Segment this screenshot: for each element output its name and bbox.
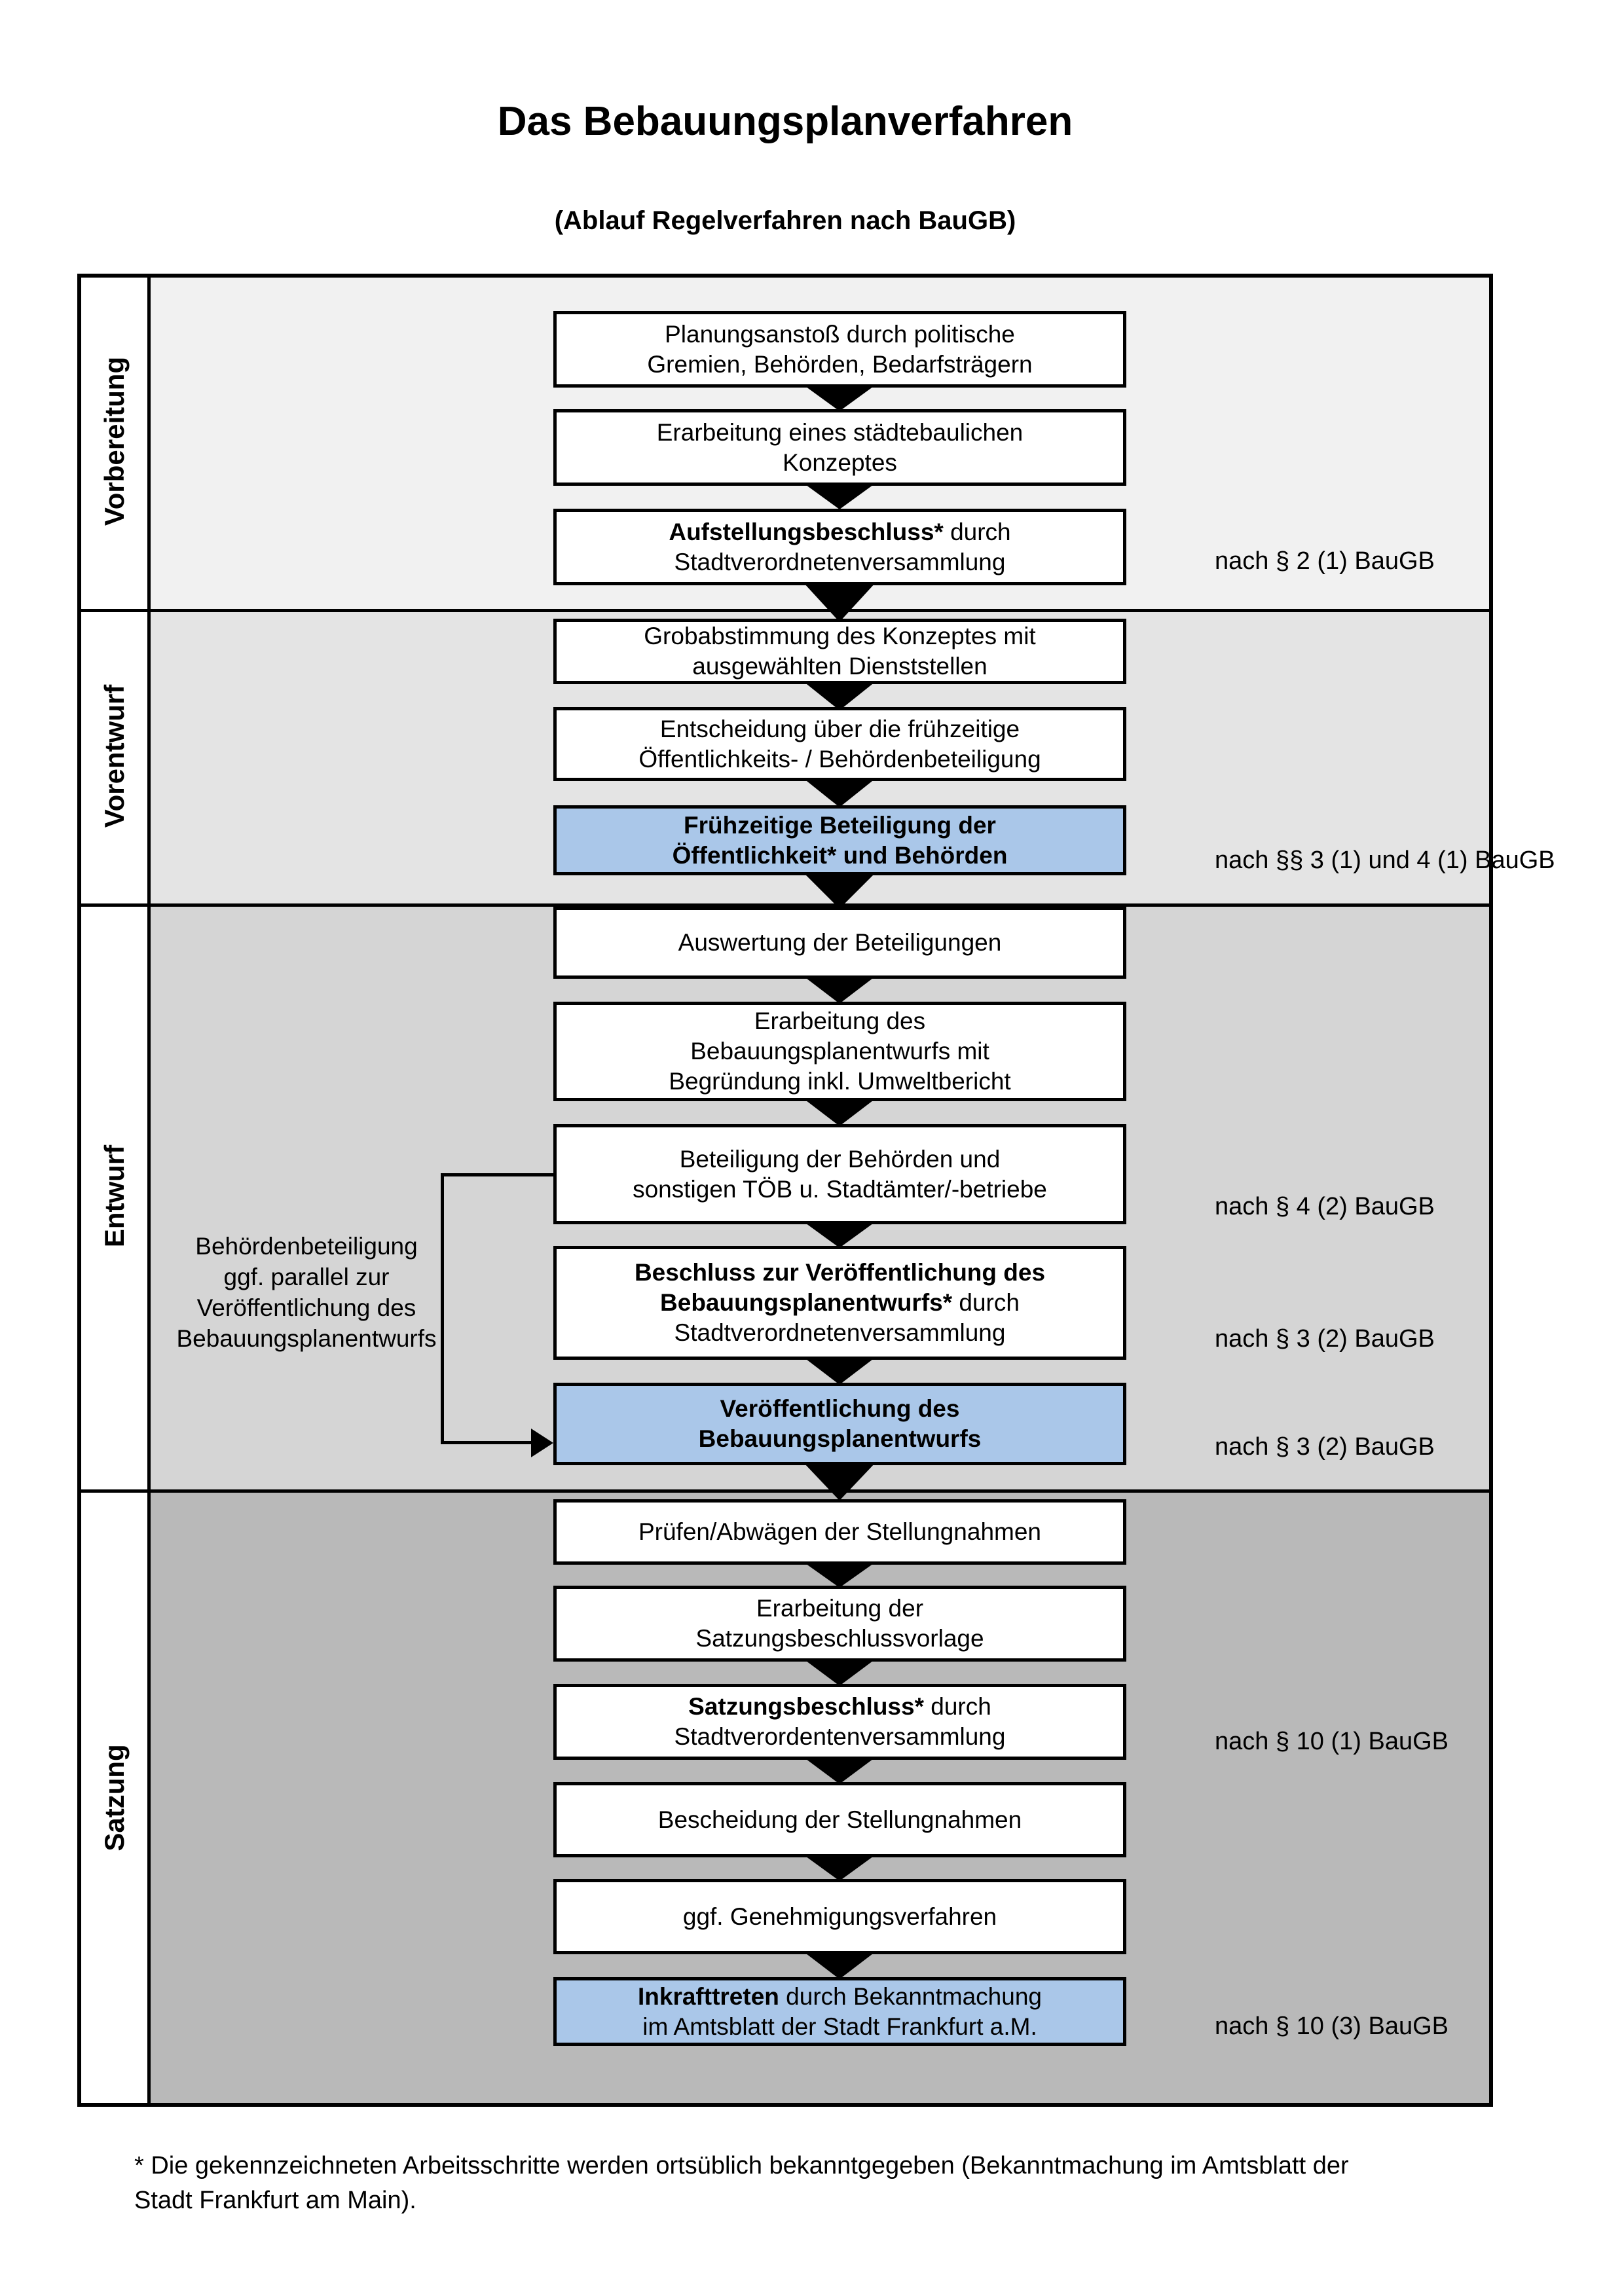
down-arrow-icon [803, 1659, 876, 1686]
down-arrow-icon [803, 778, 876, 807]
phase-label-entwurf: Entwurf [99, 1144, 130, 1248]
down-arrow-icon [803, 1757, 876, 1784]
phase-divider [81, 903, 1489, 907]
parallel-connector-line [441, 1173, 553, 1176]
phase-label-satzung: Satzung [99, 1744, 130, 1851]
phase-label-vorentwurf: Vorentwurf [99, 684, 130, 828]
down-arrow-icon [803, 1357, 876, 1385]
flow-step-12: Prüfen/Abwägen der Stellungnahmen [553, 1499, 1126, 1565]
down-arrow-icon [803, 385, 876, 411]
page-title: Das Bebauungsplanverfahren [497, 99, 1073, 144]
legal-reference: nach § 3 (2) BauGB [1215, 1325, 1435, 1353]
legal-reference: nach § 10 (3) BauGB [1215, 2013, 1449, 2040]
legal-reference: nach § 3 (2) BauGB [1215, 1433, 1435, 1461]
legal-reference: nach § 2 (1) BauGB [1215, 547, 1435, 575]
connector-arrow-icon [531, 1429, 553, 1457]
phase-divider [81, 1489, 1489, 1493]
parallel-connector-line [441, 1173, 444, 1444]
process-diagram-container: Vorbereitung Vorentwurf Entwurf Satzung … [77, 274, 1555, 2107]
down-arrow-icon [803, 682, 876, 710]
phase-sidebar [81, 278, 151, 2103]
down-arrow-icon [803, 1952, 876, 1979]
phase-divider [81, 609, 1489, 612]
parallel-connector-line [441, 1441, 534, 1444]
down-arrow-icon [803, 1222, 876, 1248]
legal-reference: nach §§ 3 (1) und 4 (1) BauGB [1215, 847, 1555, 874]
down-arrow-icon [803, 1855, 876, 1881]
phase-label-vorbereitung: Vorbereitung [99, 356, 130, 526]
down-arrow-icon [803, 583, 876, 622]
legal-reference: nach § 10 (1) BauGB [1215, 1728, 1449, 1755]
down-arrow-icon [803, 483, 876, 509]
down-arrow-icon [803, 1562, 876, 1588]
down-arrow-icon [803, 1463, 876, 1501]
flow-step-7: Auswertung der Beteiligungen [553, 907, 1126, 979]
down-arrow-icon [803, 976, 876, 1004]
down-arrow-icon [803, 1099, 876, 1126]
flow-step-15: Bescheidung der Stellungnahmen [553, 1782, 1126, 1857]
legal-reference: nach § 4 (2) BauGB [1215, 1193, 1435, 1220]
page-subtitle: (Ablauf Regelverfahren nach BauGB) [554, 206, 1016, 235]
down-arrow-icon [803, 873, 876, 909]
flow-step-16: ggf. Genehmigungsverfahren [553, 1879, 1126, 1954]
footnote: * Die gekennzeichneten Arbeitsschritte w… [134, 2152, 1349, 2214]
parallel-process-note: Behördenbeteiligung ggf. parallel zur Ve… [176, 1233, 437, 1352]
